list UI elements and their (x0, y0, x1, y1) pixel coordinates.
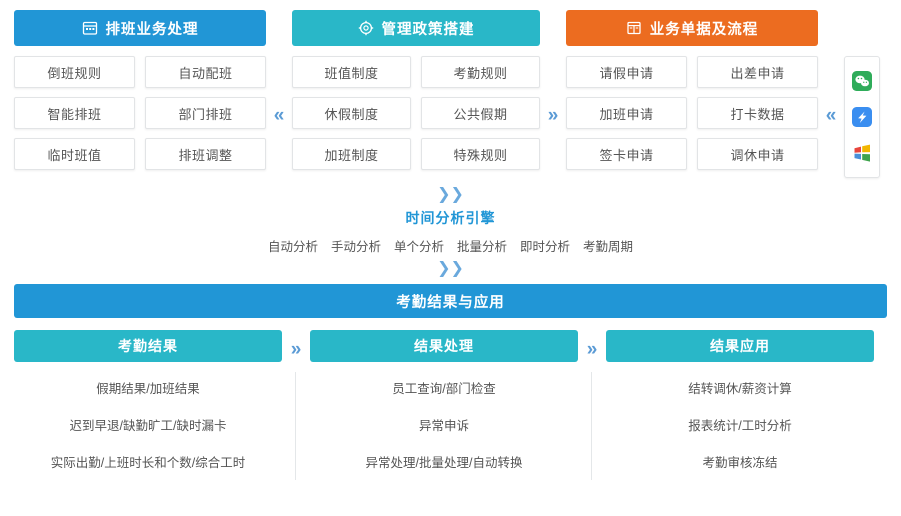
result-line: 异常处理/批量处理/自动转换 (365, 456, 523, 470)
module-card[interactable]: 打卡数据 (697, 97, 818, 129)
module-card[interactable]: 公共假期 (421, 97, 540, 129)
result-column-lines: 结转调休/薪资计算 报表统计/工时分析 考勤审核冻结 (606, 378, 874, 471)
module-header-policy: 管理政策搭建 (292, 10, 540, 46)
result-column-outcome: 考勤结果 假期结果/加班结果 迟到早退/缺勤旷工/缺时漏卡 实际出勤/上班时长和… (14, 330, 296, 480)
module-card[interactable]: 加班制度 (292, 138, 411, 170)
top-modules-row: 排班业务处理 倒班规则 自动配班 智能排班 部门排班 临时班值 排班调整 « (14, 10, 887, 178)
results-banner: 考勤结果与应用 (14, 284, 887, 318)
module-card[interactable]: 请假申请 (566, 56, 687, 88)
integration-app-panel (844, 56, 880, 178)
dingtalk-icon[interactable] (852, 107, 872, 127)
module-card[interactable]: 考勤规则 (421, 56, 540, 88)
module-card-grid: 请假申请 出差申请 加班申请 打卡数据 签卡申请 调休申请 (566, 56, 818, 170)
calendar-icon (82, 21, 97, 35)
module-card[interactable]: 排班调整 (145, 138, 266, 170)
engine-title: 时间分析引擎 (405, 210, 496, 226)
module-header-title: 管理政策搭建 (381, 21, 475, 38)
chevron-down-icon-top: ❯❯ (437, 186, 464, 203)
windows-icon[interactable] (852, 143, 872, 163)
result-line: 实际出勤/上班时长和个数/综合工时 (50, 456, 246, 470)
result-line: 报表统计/工时分析 (688, 419, 792, 433)
result-line: 员工查询/部门检查 (392, 382, 496, 396)
result-column-lines: 假期结果/加班结果 迟到早退/缺勤旷工/缺时漏卡 实际出勤/上班时长和个数/综合… (14, 378, 282, 471)
module-header-documents: 业务单据及流程 (566, 10, 818, 46)
form-document-icon (627, 21, 641, 35)
module-card[interactable]: 休假制度 (292, 97, 411, 129)
module-header-title: 业务单据及流程 (649, 21, 759, 38)
result-line: 异常申诉 (418, 419, 469, 433)
result-column-header: 结果处理 (310, 330, 578, 362)
module-card-grid: 班值制度 考勤规则 休假制度 公共假期 加班制度 特殊规则 (292, 56, 540, 170)
engine-tag: 单个分析 (393, 240, 444, 254)
module-card[interactable]: 调休申请 (697, 138, 818, 170)
engine-tag-list: 自动分析 手动分析 单个分析 批量分析 即时分析 考勤周期 (14, 236, 887, 255)
result-line: 假期结果/加班结果 (96, 382, 200, 396)
module-card[interactable]: 部门排班 (145, 97, 266, 129)
chevron-left-icon-separator-1: « (273, 105, 285, 126)
module-card-grid: 倒班规则 自动配班 智能排班 部门排班 临时班值 排班调整 (14, 56, 266, 170)
module-column-scheduling: 排班业务处理 倒班规则 自动配班 智能排班 部门排班 临时班值 排班调整 (14, 10, 266, 170)
result-column-lines: 员工查询/部门检查 异常申诉 异常处理/批量处理/自动转换 (310, 378, 578, 471)
time-analysis-engine-section: ❯❯ 时间分析引擎 自动分析 手动分析 单个分析 批量分析 即时分析 考勤周期 … (14, 186, 887, 277)
module-card[interactable]: 智能排班 (14, 97, 135, 129)
result-column-header: 考勤结果 (14, 330, 282, 362)
engine-tag: 考勤周期 (583, 240, 634, 254)
engine-tag: 自动分析 (267, 240, 318, 254)
chevron-right-icon-separator-2: » (547, 105, 559, 126)
module-card[interactable]: 出差申请 (697, 56, 818, 88)
results-columns-row: 考勤结果 假期结果/加班结果 迟到早退/缺勤旷工/缺时漏卡 实际出勤/上班时长和… (14, 330, 887, 480)
module-card[interactable]: 签卡申请 (566, 138, 687, 170)
module-card[interactable]: 加班申请 (566, 97, 687, 129)
module-column-documents: 业务单据及流程 请假申请 出差申请 加班申请 打卡数据 签卡申请 调休申请 (566, 10, 818, 170)
module-card[interactable]: 特殊规则 (421, 138, 540, 170)
chevron-right-icon-results-2: » (586, 339, 598, 360)
chevron-down-icon-bottom: ❯❯ (437, 260, 464, 277)
wechat-icon[interactable] (852, 71, 872, 91)
module-card[interactable]: 倒班规则 (14, 56, 135, 88)
module-header-title: 排班业务处理 (105, 21, 199, 38)
engine-tag: 批量分析 (457, 240, 508, 254)
result-column-header: 结果应用 (606, 330, 874, 362)
gear-icon (358, 20, 373, 36)
result-line: 结转调休/薪资计算 (688, 382, 792, 396)
result-line: 考勤审核冻结 (702, 456, 778, 470)
result-line: 迟到早退/缺勤旷工/缺时漏卡 (69, 419, 227, 433)
module-card[interactable]: 临时班值 (14, 138, 135, 170)
module-header-scheduling: 排班业务处理 (14, 10, 266, 46)
module-column-policy: 管理政策搭建 班值制度 考勤规则 休假制度 公共假期 加班制度 特殊规则 (292, 10, 540, 170)
module-card[interactable]: 自动配班 (145, 56, 266, 88)
chevron-right-icon-results-1: » (290, 339, 302, 360)
result-column-application: 结果应用 结转调休/薪资计算 报表统计/工时分析 考勤审核冻结 (606, 330, 874, 471)
result-column-processing: 结果处理 员工查询/部门检查 异常申诉 异常处理/批量处理/自动转换 (310, 330, 592, 480)
module-card[interactable]: 班值制度 (292, 56, 411, 88)
engine-tag: 即时分析 (520, 240, 571, 254)
engine-tag: 手动分析 (330, 240, 381, 254)
chevron-left-icon-separator-3: « (825, 105, 837, 126)
